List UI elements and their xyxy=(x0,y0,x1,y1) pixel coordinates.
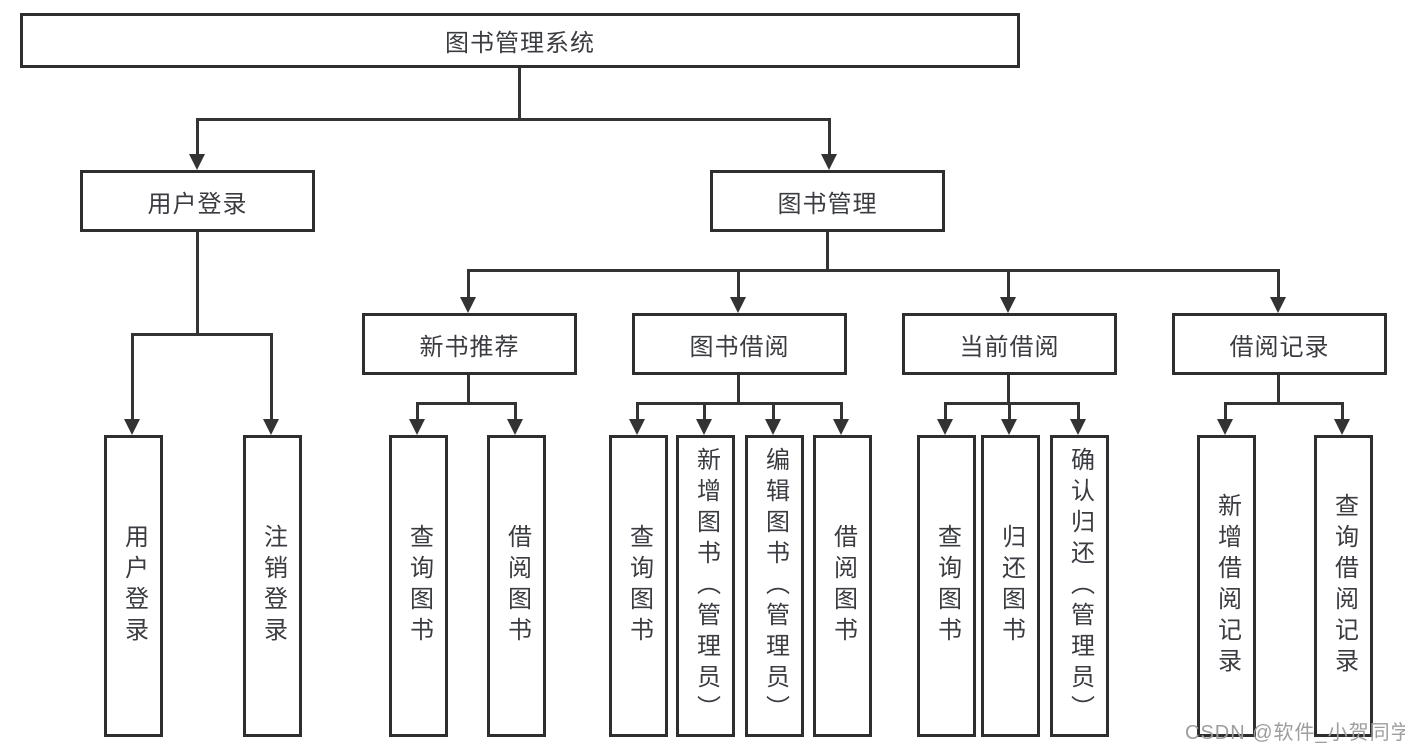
leaf-nbr-query-books-label: 查询图书 xyxy=(405,524,433,648)
leaf-nbr-borrow-books-label: 借阅图书 xyxy=(503,524,531,648)
connector-line xyxy=(1277,271,1280,297)
leaf-bb-edit-books-admin-label: 编辑图书（管理员） xyxy=(761,446,789,726)
connector-line xyxy=(196,118,831,121)
node-new-book-recommend: 新书推荐 xyxy=(362,313,577,375)
leaf-bb-add-books-admin-label: 新增图书（管理员） xyxy=(692,446,720,726)
leaf-user-login-label: 用户登录 xyxy=(120,524,148,648)
leaf-nbr-query-books: 查询图书 xyxy=(389,435,448,737)
connector-line xyxy=(772,404,775,419)
connector-line xyxy=(1277,375,1280,404)
connector-line xyxy=(1224,404,1227,419)
leaf-br-add-record: 新增借阅记录 xyxy=(1197,435,1256,737)
connector-line xyxy=(131,335,134,419)
arrow-down-icon xyxy=(1000,297,1016,313)
connector-line xyxy=(828,120,831,154)
arrow-down-icon xyxy=(765,419,781,435)
arrow-down-icon xyxy=(189,154,205,170)
connector-line xyxy=(840,404,843,419)
node-user-login: 用户登录 xyxy=(80,170,315,232)
connector-line xyxy=(131,333,273,336)
node-book-borrowing: 图书借阅 xyxy=(632,313,847,375)
leaf-logout-label: 注销登录 xyxy=(259,524,287,648)
arrow-down-icon xyxy=(507,419,523,435)
arrow-down-icon xyxy=(1270,297,1286,313)
connector-line xyxy=(196,232,199,335)
connector-line xyxy=(270,335,273,419)
connector-line xyxy=(826,232,829,271)
connector-line xyxy=(944,402,1080,405)
arrow-down-icon xyxy=(124,419,140,435)
leaf-br-query-record: 查询借阅记录 xyxy=(1314,435,1373,737)
arrow-down-icon xyxy=(1070,419,1086,435)
node-book-borrowing-label: 图书借阅 xyxy=(689,333,790,361)
connector-line xyxy=(1224,402,1344,405)
connector-line xyxy=(518,68,521,120)
leaf-bb-edit-books-admin: 编辑图书（管理员） xyxy=(745,435,804,737)
connector-line xyxy=(196,120,199,154)
node-current-borrowing: 当前借阅 xyxy=(902,313,1117,375)
connector-line xyxy=(467,375,470,404)
connector-line xyxy=(703,404,706,419)
node-root-label: 图书管理系统 xyxy=(445,30,595,57)
connector-line xyxy=(1007,271,1010,297)
connector-line xyxy=(636,404,639,419)
node-borrow-records: 借阅记录 xyxy=(1172,313,1387,375)
arrow-down-icon xyxy=(833,419,849,435)
arrow-down-icon xyxy=(1217,419,1233,435)
connector-line xyxy=(1341,404,1344,419)
leaf-logout: 注销登录 xyxy=(243,435,302,737)
leaf-bb-query-books-label: 查询图书 xyxy=(625,524,653,648)
arrow-down-icon xyxy=(409,419,425,435)
leaf-cb-query-books: 查询图书 xyxy=(917,435,976,737)
connector-line xyxy=(467,269,1280,272)
connector-line xyxy=(514,404,517,419)
connector-line xyxy=(1007,375,1010,404)
connector-line xyxy=(737,271,740,297)
arrow-down-icon xyxy=(730,297,746,313)
connector-line xyxy=(737,375,740,404)
leaf-bb-borrow-books: 借阅图书 xyxy=(813,435,872,737)
arrow-down-icon xyxy=(460,297,476,313)
leaf-nbr-borrow-books: 借阅图书 xyxy=(487,435,546,737)
arrow-down-icon xyxy=(1001,419,1017,435)
leaf-cb-confirm-return-admin: 确认归还（管理员） xyxy=(1050,435,1109,737)
node-user-login-label: 用户登录 xyxy=(147,190,248,218)
csdn-watermark: CSDN @软件_小贺同学 xyxy=(1185,722,1405,744)
leaf-user-login: 用户登录 xyxy=(104,435,163,737)
node-borrow-records-label: 借阅记录 xyxy=(1229,333,1330,361)
connector-line xyxy=(1008,404,1011,419)
leaf-cb-return-books: 归还图书 xyxy=(981,435,1040,737)
leaf-bb-borrow-books-label: 借阅图书 xyxy=(829,524,857,648)
connector-line xyxy=(416,402,517,405)
arrow-down-icon xyxy=(629,419,645,435)
node-book-management-label: 图书管理 xyxy=(777,190,878,218)
arrow-down-icon xyxy=(696,419,712,435)
connector-line xyxy=(467,271,470,297)
node-current-borrowing-label: 当前借阅 xyxy=(959,333,1060,361)
arrow-down-icon xyxy=(1334,419,1350,435)
leaf-cb-query-books-label: 查询图书 xyxy=(933,524,961,648)
arrow-down-icon xyxy=(821,154,837,170)
leaf-cb-return-books-label: 归还图书 xyxy=(997,524,1025,648)
leaf-bb-add-books-admin: 新增图书（管理员） xyxy=(676,435,735,737)
leaf-cb-confirm-return-admin-label: 确认归还（管理员） xyxy=(1066,446,1094,726)
connector-line xyxy=(636,402,843,405)
node-root: 图书管理系统 xyxy=(20,13,1020,68)
node-new-book-recommend-label: 新书推荐 xyxy=(419,333,520,361)
leaf-br-query-record-label: 查询借阅记录 xyxy=(1330,493,1358,679)
leaf-bb-query-books: 查询图书 xyxy=(609,435,668,737)
connector-line xyxy=(1077,404,1080,419)
node-book-management: 图书管理 xyxy=(710,170,945,232)
connector-line xyxy=(416,404,419,419)
connector-line xyxy=(944,404,947,419)
leaf-br-add-record-label: 新增借阅记录 xyxy=(1213,493,1241,679)
arrow-down-icon xyxy=(937,419,953,435)
arrow-down-icon xyxy=(263,419,279,435)
